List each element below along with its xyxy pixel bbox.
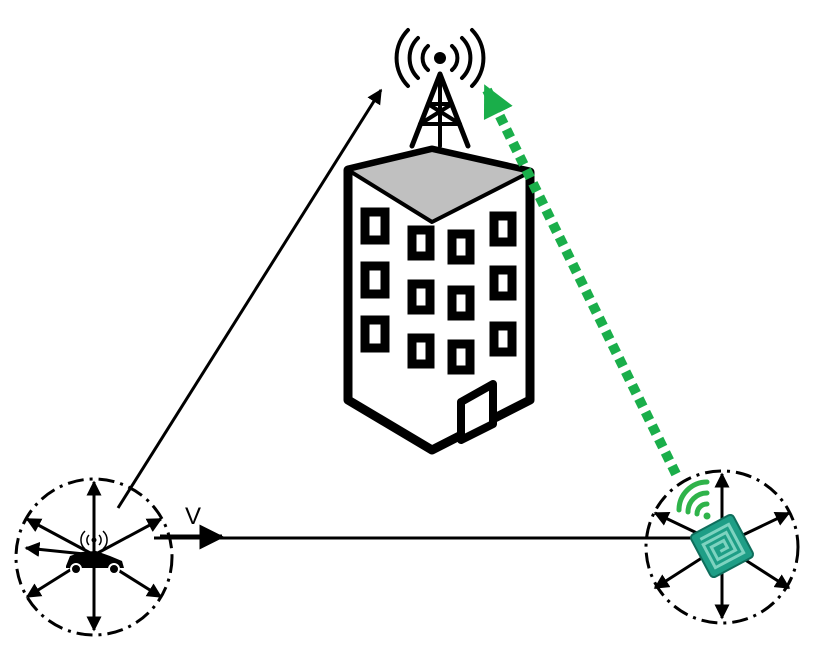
rfid-tag-icon [689, 513, 755, 579]
car-icon [66, 530, 124, 575]
tag-uplink-arrow [482, 84, 681, 477]
car-uplink-arrow [116, 88, 383, 509]
cell-tower-icon [394, 28, 486, 149]
tag-coverage-area [644, 469, 800, 625]
velocity-label: V [185, 503, 201, 530]
wifi-signal-icon [676, 479, 711, 520]
car-coverage-area [14, 477, 174, 637]
office-building-icon [343, 145, 535, 455]
